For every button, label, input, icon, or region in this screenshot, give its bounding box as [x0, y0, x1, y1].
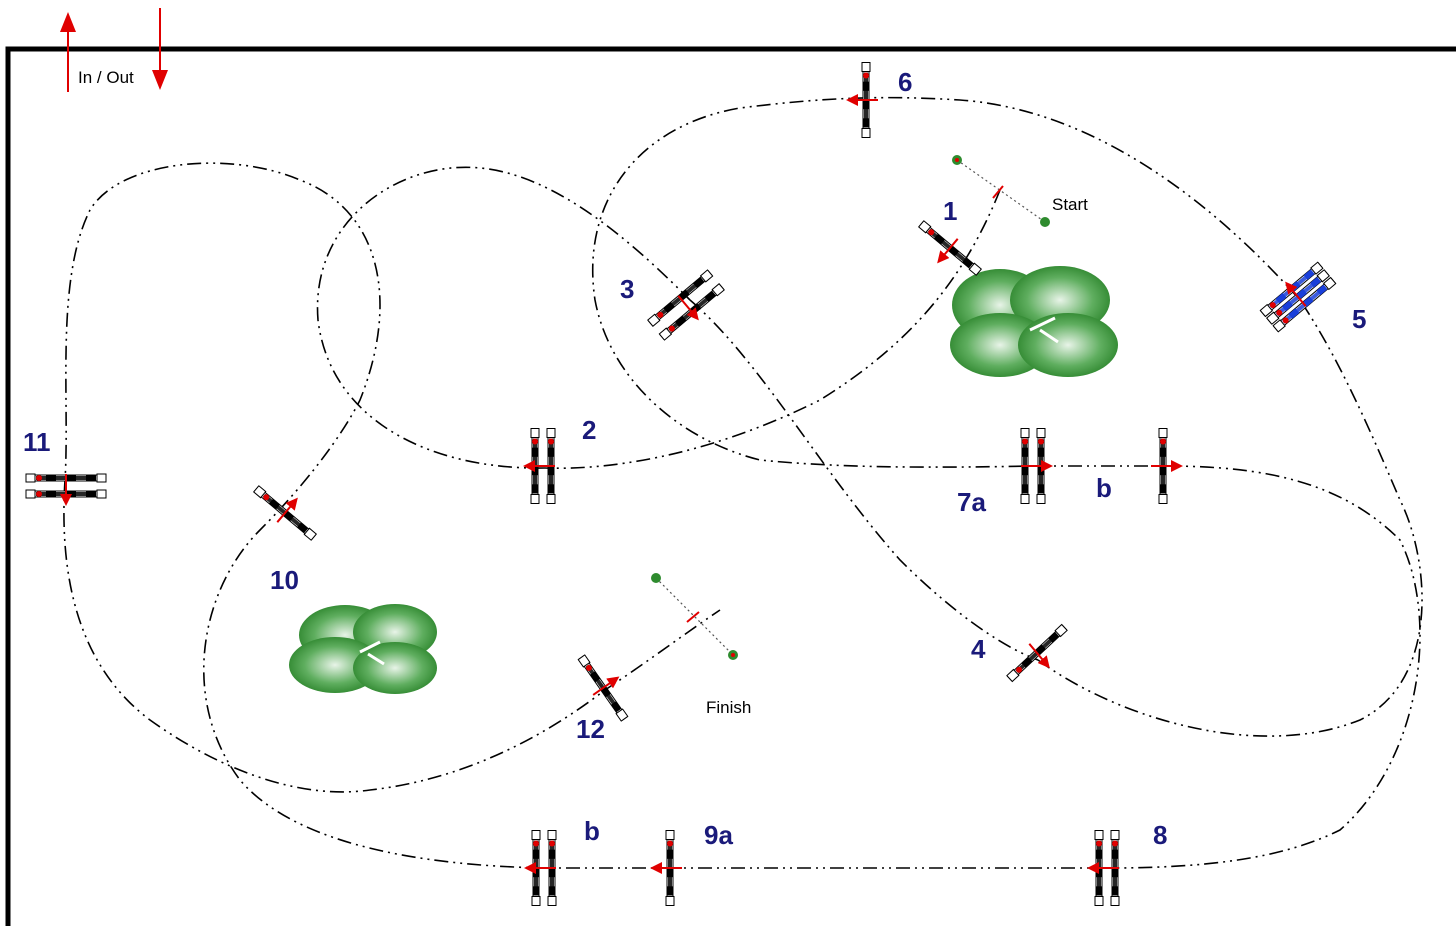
obstacle-number-6: 6	[898, 67, 912, 97]
obstacle-number-5: 5	[1352, 304, 1366, 334]
finish-line	[651, 573, 738, 660]
fence-2	[530, 428, 556, 504]
obstacle-number-4: 4	[971, 634, 986, 664]
fence-3-direction-arrow	[677, 295, 699, 321]
start-line	[952, 155, 1050, 227]
fence-8	[1094, 830, 1120, 906]
obstacle-number-11: 11	[23, 427, 51, 457]
finish-label: Finish	[706, 698, 751, 717]
fence-12-direction-arrow	[592, 676, 620, 696]
obstacle-number-12: 12	[576, 714, 605, 744]
arena-border	[5, 46, 1456, 926]
course-route	[63, 96, 1423, 869]
obstacle-number-2: 2	[582, 415, 596, 445]
obstacle-number-7a: 7a	[957, 487, 986, 517]
in-out-label: In / Out	[78, 68, 134, 87]
fence-4-direction-arrow	[1028, 643, 1050, 669]
tree-group-bottom	[289, 604, 437, 694]
obstacle-number-3: 3	[620, 274, 634, 304]
obstacle-number-7b: b	[1096, 473, 1112, 503]
obstacle-number-8: 8	[1153, 820, 1167, 850]
obstacle-number-1: 1	[943, 196, 957, 226]
obstacle-number-9b: b	[584, 816, 600, 846]
in-out-arrows	[60, 8, 168, 92]
tree-group-top	[950, 266, 1118, 377]
start-label: Start	[1052, 195, 1088, 214]
obstacle-number-10: 10	[270, 565, 299, 595]
fences-layer	[25, 62, 1337, 906]
fence-7a	[1020, 428, 1046, 504]
fence-5-direction-arrow	[1285, 281, 1307, 307]
fence-1-direction-arrow	[937, 238, 959, 264]
fence-10-direction-arrow	[276, 497, 298, 523]
obstacle-number-9a: 9a	[704, 820, 733, 850]
